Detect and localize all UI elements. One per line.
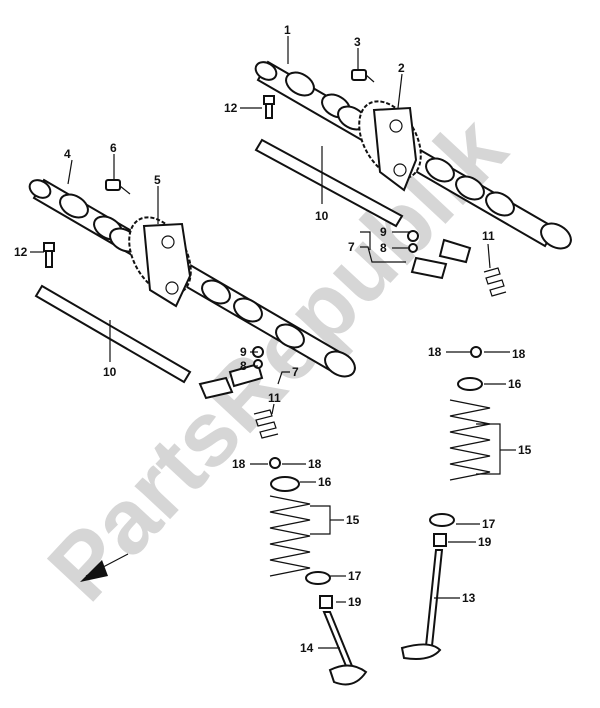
callout-2: 2 <box>398 61 405 75</box>
leader-lines <box>30 36 516 649</box>
callout-9-lower: 9 <box>240 345 247 359</box>
spring-upper <box>483 267 507 297</box>
callout-7-lower: 7 <box>292 365 299 379</box>
rocker-shaft-lower <box>34 284 192 384</box>
rocker-shaft-upper <box>254 138 404 228</box>
callout-4: 4 <box>64 147 71 161</box>
bolt-lower-sprocket <box>105 179 131 195</box>
callout-15-right: 15 <box>518 443 532 457</box>
sprocket-upper <box>358 100 422 192</box>
callout-17-right: 17 <box>482 517 496 531</box>
callout-labels: 1 2 3 4 5 6 7 7 8 8 9 9 10 10 11 11 12 1… <box>14 23 532 655</box>
callout-10-upper: 10 <box>315 209 329 223</box>
callout-17-left: 17 <box>348 569 362 583</box>
callout-18-left-b: 18 <box>308 457 322 471</box>
callout-19-right: 19 <box>478 535 492 549</box>
valve-assembly-left <box>269 457 368 686</box>
rocker-arm-upper <box>407 230 472 280</box>
callout-5: 5 <box>154 173 161 187</box>
callout-11-upper: 11 <box>482 229 495 243</box>
bolt-upper-sprocket <box>351 69 375 83</box>
callout-18-right-b: 18 <box>512 347 526 361</box>
callout-11-lower: 11 <box>268 391 281 405</box>
callout-3: 3 <box>354 35 361 49</box>
callout-1: 1 <box>284 23 291 37</box>
callout-12-lower: 12 <box>14 245 28 259</box>
rocker-arm-lower <box>198 346 264 400</box>
callout-14: 14 <box>300 641 314 655</box>
callout-13: 13 <box>462 591 476 605</box>
callout-10-lower: 10 <box>103 365 117 379</box>
valve-assembly-right <box>400 346 491 660</box>
callout-8-lower: 8 <box>240 359 247 373</box>
callout-15-left: 15 <box>346 513 360 527</box>
arrow-icon <box>80 553 129 582</box>
callout-8-upper: 8 <box>380 241 387 255</box>
callout-16-right: 16 <box>508 377 522 391</box>
callout-19-left: 19 <box>348 595 362 609</box>
callout-12-upper: 12 <box>224 101 238 115</box>
bolt-upper-shaft <box>263 95 275 119</box>
callout-7-upper: 7 <box>348 240 355 254</box>
callout-18-left-a: 18 <box>232 457 246 471</box>
callout-9-upper: 9 <box>380 225 387 239</box>
bolt-lower-shaft <box>43 242 55 268</box>
sprocket-lower <box>128 216 192 308</box>
callout-6: 6 <box>110 141 117 155</box>
callout-18-right-a: 18 <box>428 345 442 359</box>
spring-lower <box>253 409 279 439</box>
callout-16-left: 16 <box>318 475 332 489</box>
